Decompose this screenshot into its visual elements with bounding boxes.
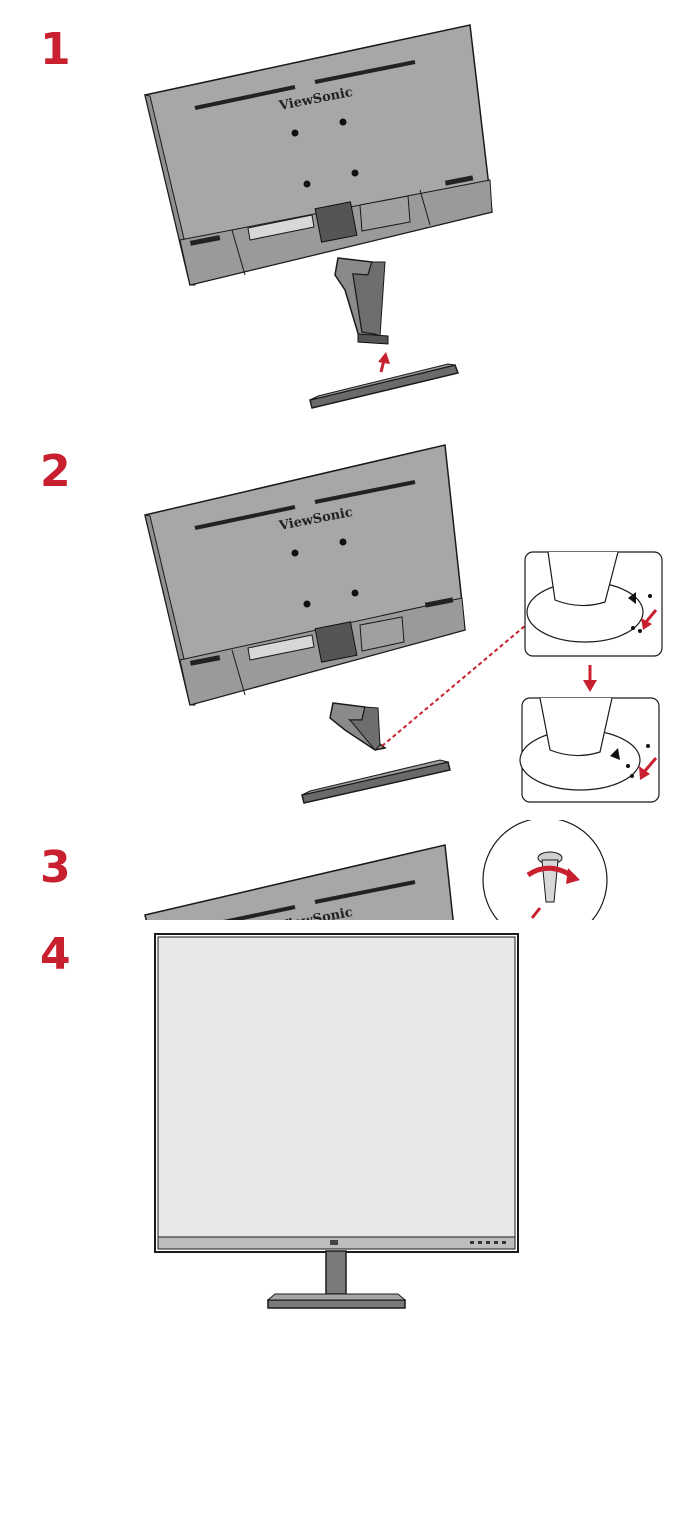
step-4-illustration [0,920,700,1516]
arrow-icon [641,609,658,630]
step-4-number: 4 [40,929,71,980]
control-buttons [470,1241,506,1244]
stand-neck [334,257,389,345]
stand-base [301,759,451,804]
arrow-down-icon [583,665,597,692]
stand-base [309,363,460,409]
stand-base [267,1299,406,1309]
screw-detail [482,820,608,920]
arrow-icon [639,757,658,780]
monitor-front [154,933,519,1253]
detail-view-before [524,551,663,657]
logo-mark [330,1240,338,1245]
stand-neck [325,1250,347,1295]
step-2-illustration: ViewSonic [0,420,700,820]
step-3-number: 3 [40,842,71,893]
stand-neck [329,702,387,751]
step-1-illustration: ViewSonic [0,0,700,420]
monitor-back: ViewSonic [144,444,466,706]
arrow-icon [530,907,542,919]
step-3-illustration: ViewSonic [0,820,700,920]
rotate-arrow-icon [526,865,580,884]
monitor-back: ViewSonic [144,844,454,920]
step-1-number: 1 [40,24,71,75]
stand [266,1250,407,1309]
monitor-back: ViewSonic [144,24,493,286]
screen [157,936,516,1238]
step-2-number: 2 [40,446,71,497]
detail-view-after [519,697,660,803]
arrow-up-icon [378,352,390,373]
detail-leader-line [381,619,533,747]
